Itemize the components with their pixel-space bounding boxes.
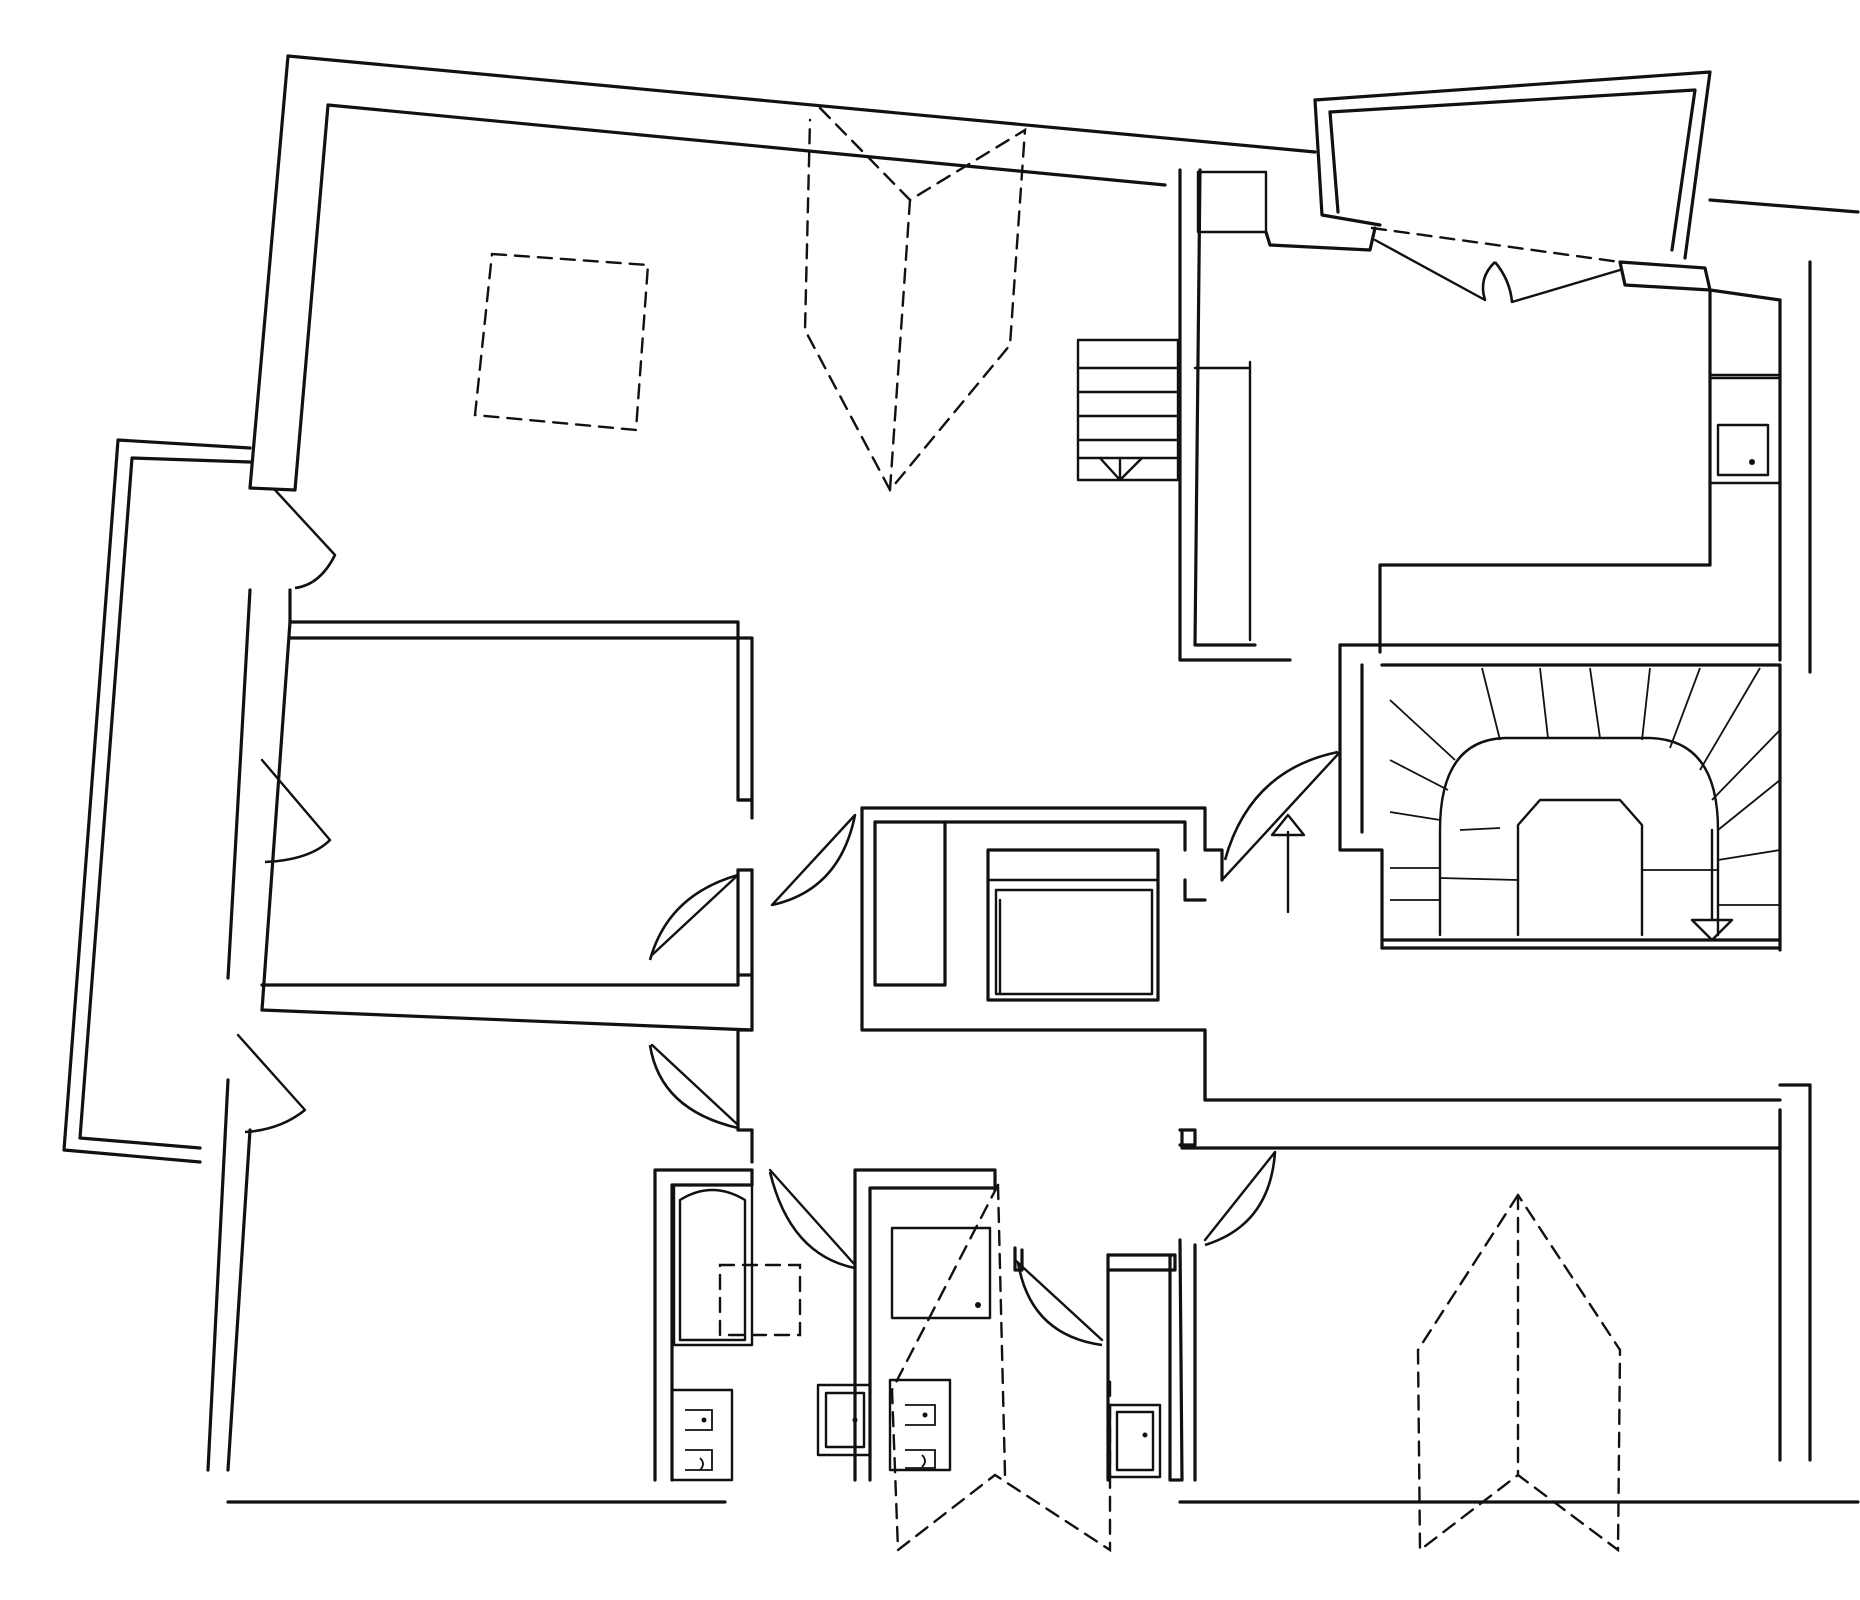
skylights bbox=[473, 106, 1622, 1553]
left-balcony bbox=[62, 438, 252, 1164]
bay-window bbox=[1313, 70, 1712, 260]
up-arrow bbox=[1270, 813, 1306, 914]
doors bbox=[236, 238, 1622, 1347]
main-staircase bbox=[1338, 643, 1782, 952]
bathroom-left bbox=[653, 1168, 872, 1482]
small-stair bbox=[1076, 338, 1180, 482]
bottom-right-room bbox=[1178, 1238, 1197, 1482]
bathroom-right bbox=[853, 1168, 1182, 1482]
middle-room-walls bbox=[260, 620, 754, 1164]
kitchen-counter bbox=[1193, 360, 1252, 642]
wardrobe bbox=[986, 848, 1160, 1002]
kitchen-walls bbox=[1178, 168, 1782, 662]
central-core bbox=[860, 806, 1782, 1150]
exterior-walls bbox=[206, 54, 1860, 1504]
